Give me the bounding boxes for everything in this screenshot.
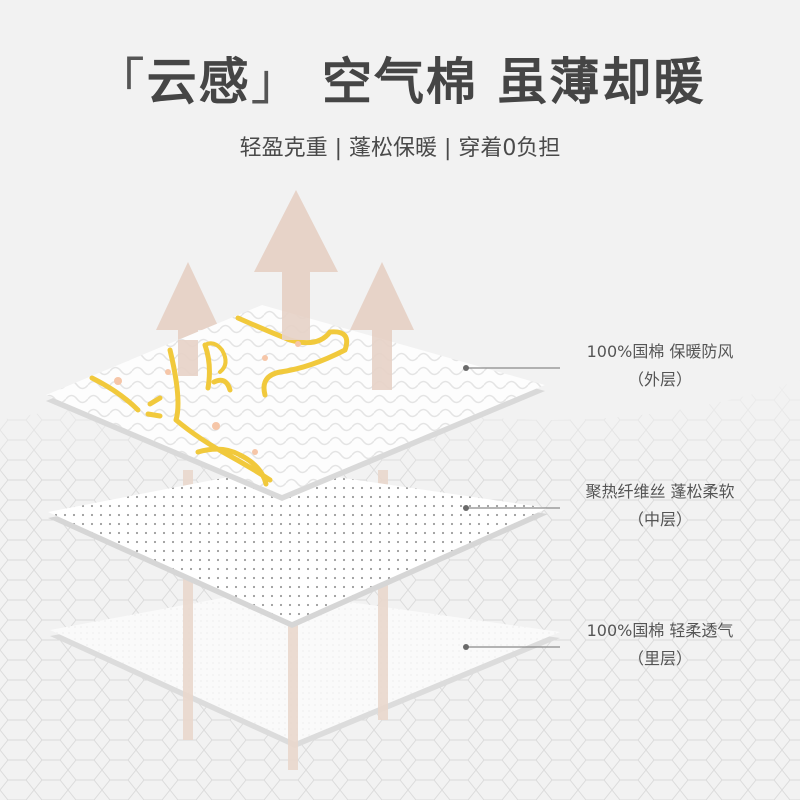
layer-name: 聚热纤维丝 蓬松柔软 [585,482,735,501]
middle-layer-label: 聚热纤维丝 蓬松柔软 （中层） [545,478,775,534]
layer-position: （外层） [627,370,692,389]
inner-layer [50,590,560,748]
title-highlight: 云感 [146,53,251,111]
title-close-bracket: 」 [250,53,303,111]
middle-layer [48,468,548,628]
headline: 「云感」 空气棉 虽薄却暖 [0,42,800,114]
outer-layer [46,305,545,501]
inner-layer-label: 100%国棉 轻柔透气 （里层） [545,617,775,673]
leader-lines [463,365,560,650]
title-open-bracket: 「 [94,53,147,111]
layer-position: （中层） [627,510,692,529]
layer-name: 100%国棉 保暖防风 [586,342,734,361]
subtitle: 轻盈克重 | 蓬松保暖 | 穿着0负担 [239,136,561,161]
layer-name: 100%国棉 轻柔透气 [586,621,734,640]
outer-layer-label: 100%国棉 保暖防风 （外层） [545,338,775,394]
layer-position: （里层） [627,649,692,668]
arrow-heads-front [178,300,392,390]
title-rest: 空气棉 虽薄却暖 [322,53,706,111]
